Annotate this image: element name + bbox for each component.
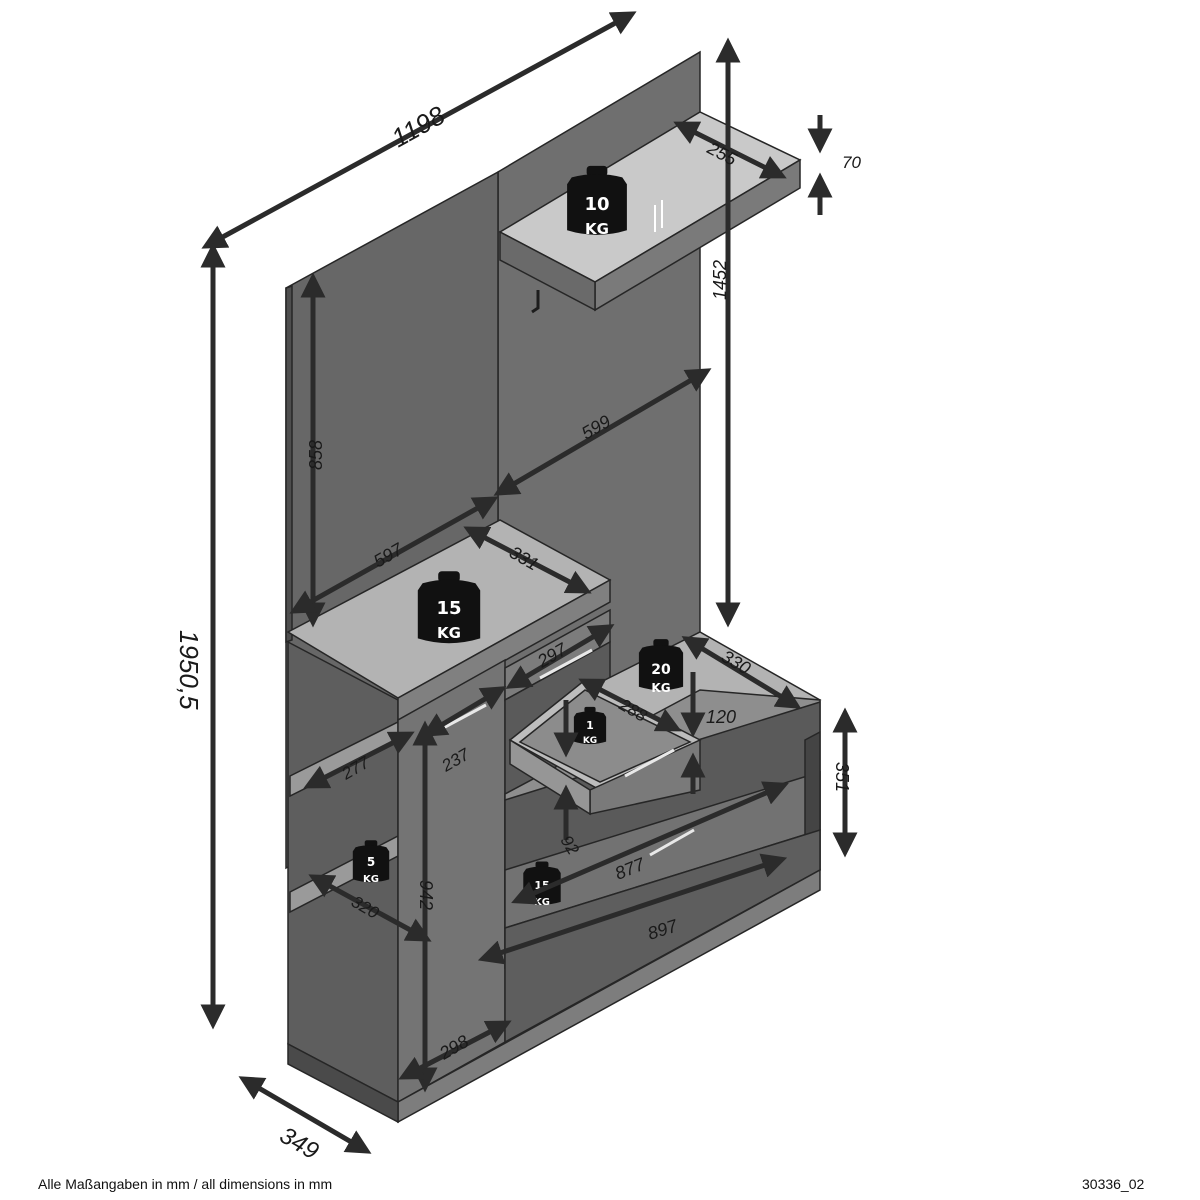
double-arrow-icon (477, 853, 788, 965)
dim-drawer-height: 120 (706, 707, 736, 727)
weight-unit: KG (363, 874, 379, 885)
double-arrow-icon (238, 1076, 372, 1154)
weight-value: 1 (586, 719, 594, 732)
weight-value: 5 (367, 855, 375, 869)
weight-value: 15 (436, 598, 461, 619)
dim-back-height: 1452 (710, 260, 730, 300)
units-note: Alle Maßangaben in mm / all dimensions i… (38, 1176, 333, 1192)
dim-depth: 349 (275, 1122, 323, 1165)
double-arrow-icon (578, 678, 682, 732)
coat-hook-icon (531, 290, 540, 314)
dim-left-height: 858 (306, 440, 326, 470)
wall-shelf-side (499, 230, 596, 312)
weight-icon: 5 KG (352, 840, 390, 885)
drawer-handle-icon (624, 748, 675, 778)
weight-icon: 20 KG (638, 639, 684, 695)
weight-unit: KG (583, 736, 597, 746)
dim-cabinet-height: 942 (416, 880, 436, 910)
double-arrow-icon (398, 1020, 512, 1080)
weight-unit: KG (651, 681, 670, 695)
dim-total-height: 1950,5 (174, 630, 204, 710)
double-arrow-icon (303, 731, 415, 789)
left-door (397, 658, 506, 1104)
dimension-arrows (200, 11, 858, 1154)
weight-value: 20 (651, 662, 671, 678)
left-panel-edge (285, 284, 293, 644)
weight-unit: KG (585, 220, 609, 238)
dim-right-open-height: 351 (832, 762, 852, 792)
double-arrow-icon (421, 686, 507, 737)
double-arrow-icon (308, 874, 432, 942)
double-arrow-icon (201, 11, 637, 249)
double-arrow-icon (289, 496, 499, 614)
double-arrow-icon (493, 368, 712, 496)
furniture-body (285, 50, 822, 1124)
weight-icon: 1 KG (573, 706, 607, 746)
dim-total-width: 1198 (386, 100, 450, 154)
double-arrow-icon (505, 624, 615, 689)
dim-shelf-thickness: 70 (842, 153, 861, 172)
weight-unit: KG (437, 624, 461, 642)
double-arrow-icon (463, 526, 592, 594)
weight-icon: 10 KG (567, 165, 627, 238)
left-cabinet-top-front (397, 578, 611, 722)
weight-unit: KG (534, 897, 550, 908)
double-arrow-icon (681, 636, 802, 709)
weight-value: 10 (584, 194, 609, 215)
drawing-code: 30336_02 (1082, 1176, 1145, 1192)
